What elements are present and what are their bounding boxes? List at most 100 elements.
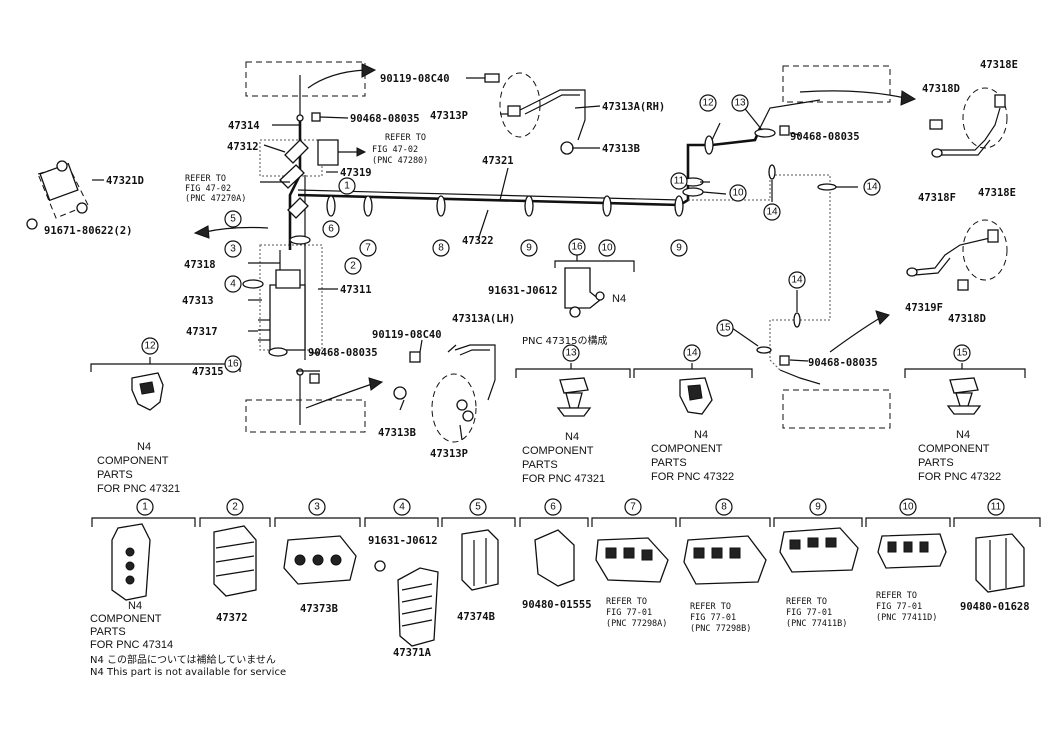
label-n4-mid: N4 [612,293,626,305]
callout-number-16: 16 [571,242,583,253]
valve-assembly [242,139,367,357]
svg-text:PARTS: PARTS [651,457,687,469]
callout-circle-4 [224,275,242,293]
label-47319f: 47319F [905,302,943,314]
note-jp: N4 この部品については補給していません [90,653,276,666]
label-47318f: 47318F [918,192,956,204]
callout-number-7: 7 [630,502,636,513]
callout-number-4: 4 [230,279,236,290]
label-47318e-b: 47318E [978,187,1016,199]
callout-circle-10 [729,184,747,202]
label-90468-mid: 90468-08035 [308,347,378,359]
callout-circle-15 [953,344,971,362]
callout-circle-8 [715,498,733,516]
callout-number-5: 5 [475,502,481,513]
callout-number-11: 11 [991,502,1002,513]
note-en: N4 This part is not available for servic… [90,667,286,678]
label-47322: 47322 [462,235,494,247]
line-clamps [296,114,837,376]
callout-circle-11 [670,172,688,190]
svg-text:COMPONENT: COMPONENT [97,455,169,467]
arrows [193,63,917,409]
callout-number-9: 9 [526,243,532,254]
svg-text:REFER TO: REFER TO [690,602,731,612]
caption-13: N4 COMPONENT PARTS FOR PNC 47321 [522,431,605,485]
caption-14: N4 COMPONENT PARTS FOR PNC 47322 [651,429,734,483]
svg-text:N4: N4 [128,600,142,612]
label-47374b: 47374B [457,611,495,623]
svg-text:N4: N4 [565,431,579,443]
label-91631-bottom: 91631-J0612 [368,535,438,547]
callout-number-5: 5 [230,214,236,225]
svg-text:PARTS: PARTS [97,469,133,481]
label-90119-low: 90119-08C40 [372,329,442,341]
callout-number-6: 6 [550,502,556,513]
label-47318e-a: 47318E [980,59,1018,71]
label-47319: 47319 [340,167,372,179]
callout-number-9: 9 [676,243,682,254]
label-47313a-rh: 47313A(RH) [602,101,665,113]
callout-circle-14 [683,344,701,362]
brake-lines [279,75,1001,425]
callout-circle-14 [788,271,806,289]
callout-circle-1 [338,177,356,195]
callout-circle-6 [322,220,340,238]
svg-text:(PNC 77298B): (PNC 77298B) [690,624,751,634]
svg-text:N4: N4 [694,429,708,441]
clip-drawings [111,372,1025,647]
callout-circle-2 [344,257,362,275]
callout-number-3: 3 [230,244,236,255]
callout-number-10: 10 [601,243,613,254]
svg-text:FOR PNC 47314: FOR PNC 47314 [90,639,173,651]
callout-number-1: 1 [142,502,148,513]
callout-number-15: 15 [956,348,968,359]
caption-12: N4 COMPONENT PARTS FOR PNC 47321 [97,441,180,495]
callout-number-13: 13 [565,348,577,359]
callout-circle-14 [863,178,881,196]
svg-text:REFER TO: REFER TO [876,591,917,601]
label-refer-top-3: (PNC 47280) [372,156,428,166]
callout-circle-2 [226,498,244,516]
callout-number-13: 13 [734,98,746,109]
svg-text:REFER TO: REFER TO [606,597,647,607]
label-47311: 47311 [340,284,372,296]
svg-text:PARTS: PARTS [918,457,954,469]
callout-number-10: 10 [732,188,744,199]
callout-circle-5 [469,498,487,516]
callout-circle-12 [699,94,717,112]
callout-number-9: 9 [815,502,821,513]
svg-text:FOR PNC 47321: FOR PNC 47321 [97,483,180,495]
label-47313p-low: 47313P [430,448,468,460]
callout-number-10: 10 [902,502,914,513]
label-90468-right: 90468-08035 [808,357,878,369]
label-91631-mid: 91631-J0612 [488,285,558,297]
callout-number-14: 14 [766,207,778,218]
callout-circle-3 [224,240,242,258]
callout-circle-12 [141,337,159,355]
svg-text:COMPONENT: COMPONENT [651,443,723,455]
svg-text:PARTS: PARTS [522,459,558,471]
caption-10: REFER TO FIG 77-01 (PNC 77411D) [876,591,937,623]
label-90480-01628: 90480-01628 [960,601,1030,613]
callout-circle-10 [598,239,616,257]
group-brackets [90,254,1041,527]
callout-number-14: 14 [866,182,878,193]
label-47313a-lh: 47313A(LH) [452,313,515,325]
callout-circle-13 [731,94,749,112]
callout-circle-14 [763,203,781,221]
callout-number-4: 4 [399,502,405,513]
callout-number-15: 15 [719,323,731,334]
label-47318d-b: 47318D [948,313,986,325]
label-47318: 47318 [184,259,216,271]
svg-text:REFER TO: REFER TO [786,597,827,607]
callout-circle-10 [899,498,917,516]
callout-circle-5 [224,210,242,228]
callout-number-1: 1 [344,181,350,192]
callout-number-7: 7 [365,243,371,254]
svg-text:FIG 77-01: FIG 77-01 [876,602,922,612]
svg-text:(PNC 77298A): (PNC 77298A) [606,619,667,629]
svg-text:COMPONENT: COMPONENT [522,445,594,457]
callout-circle-7 [624,498,642,516]
callout-number-12: 12 [702,98,714,109]
